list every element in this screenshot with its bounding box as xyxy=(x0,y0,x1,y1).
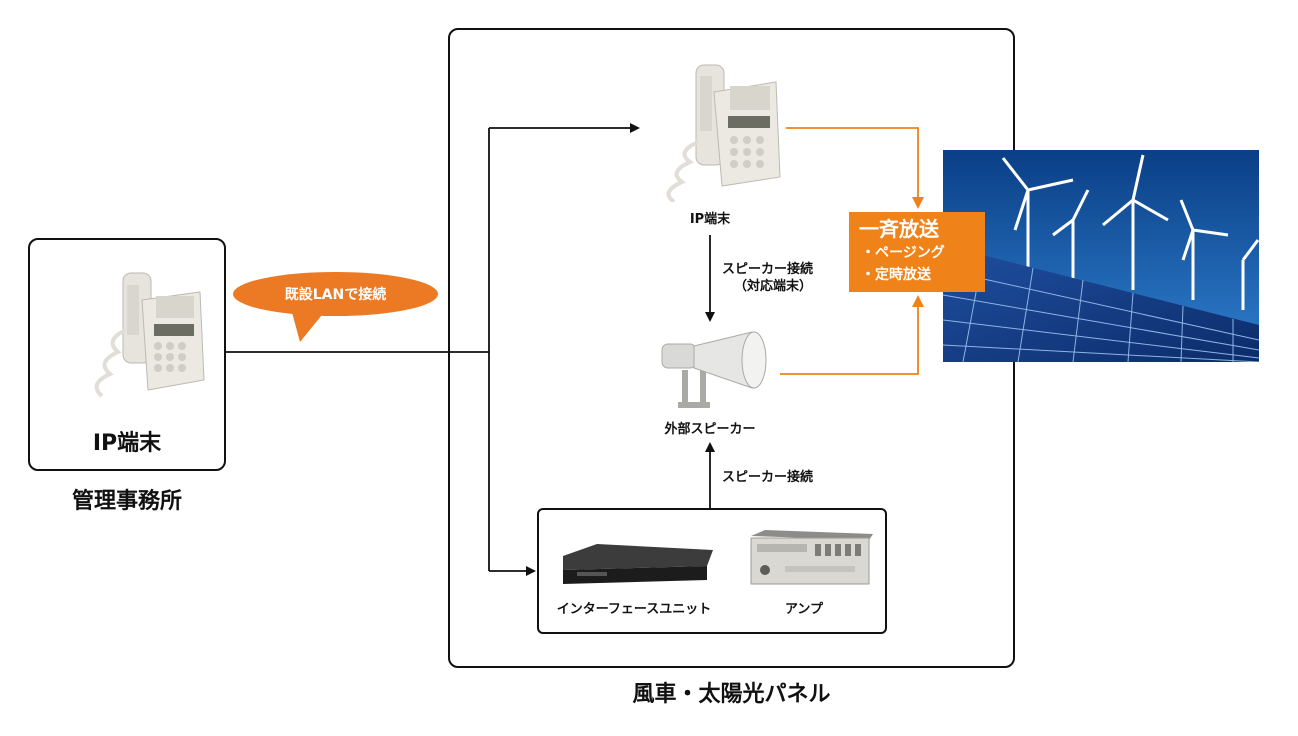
speaker-connection-bottom: スピーカー接続 xyxy=(722,470,814,485)
horn-speaker-icon xyxy=(661,331,767,408)
speaker-connection-top-line1: スピーカー接続 xyxy=(722,262,814,277)
broadcast-item-paging: ・ページング xyxy=(861,245,945,261)
broadcast-title: 一斉放送 xyxy=(859,217,939,241)
office-terminal-box: IP端末 xyxy=(28,238,226,471)
office-terminal-label: IP端末 xyxy=(92,431,162,456)
equipment-box: インターフェースユニット アンプ xyxy=(537,508,887,634)
ip-phone-icon xyxy=(94,272,205,398)
interface-unit-icon xyxy=(563,544,713,584)
wind-solar-photo xyxy=(943,150,1259,362)
site-ip-phone-icon xyxy=(666,64,781,202)
office-caption: 管理事務所 xyxy=(71,489,182,514)
broadcast-box: 一斉放送 ・ページング ・定時放送 xyxy=(849,212,985,292)
outdoor-speaker-label: 外部スピーカー xyxy=(664,422,756,437)
site-ip-terminal-label: IP端末 xyxy=(689,212,731,227)
speaker-connection-top-line2: （対応端末） xyxy=(734,279,813,294)
interface-unit-label: インターフェースユニット xyxy=(556,602,712,617)
lan-connection-text: 既設LANで接続 xyxy=(284,287,387,303)
amplifier-label: アンプ xyxy=(784,602,824,617)
broadcast-item-scheduled: ・定時放送 xyxy=(861,267,931,283)
amplifier-icon xyxy=(750,530,873,585)
site-caption: 風車・太陽光パネル xyxy=(632,682,831,707)
lan-connection-callout: 既設LANで接続 xyxy=(233,272,438,316)
